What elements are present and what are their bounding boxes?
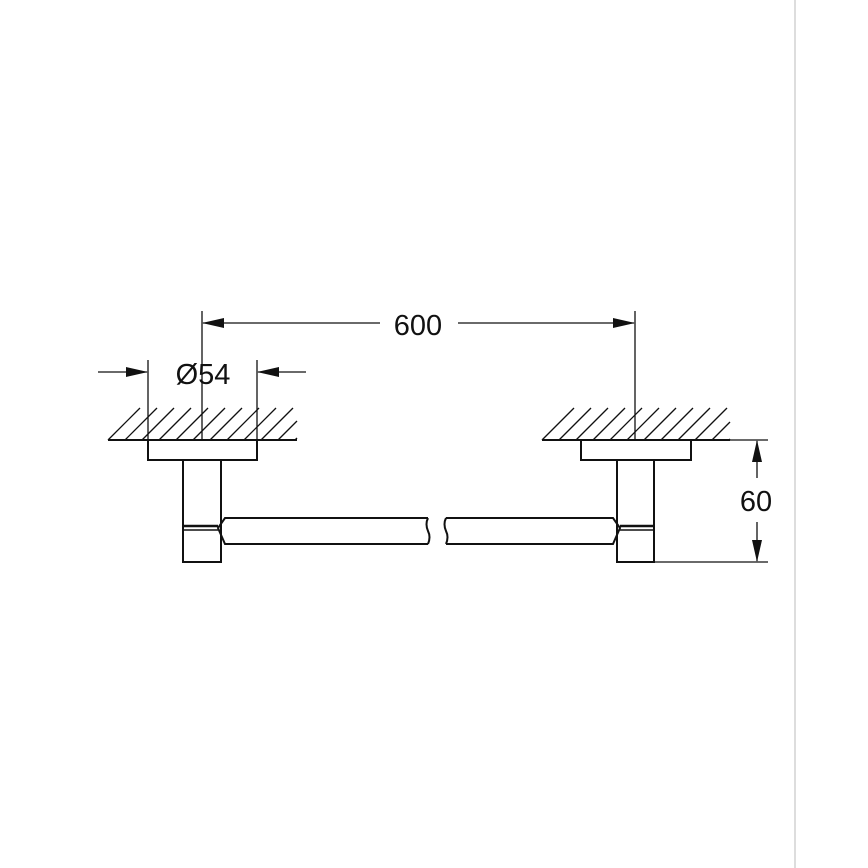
hatch-stroke bbox=[260, 407, 294, 441]
hatch-stroke bbox=[192, 407, 226, 441]
hatch-stroke bbox=[711, 421, 731, 441]
hatch-stroke bbox=[575, 407, 609, 441]
hatch-stroke bbox=[626, 407, 660, 441]
hatch-stroke bbox=[541, 407, 575, 441]
right-wall-hatch bbox=[541, 407, 731, 441]
right-post bbox=[616, 459, 655, 563]
projection-label: 60 bbox=[740, 486, 772, 518]
hatch-stroke bbox=[643, 407, 677, 441]
right-bar-segment bbox=[443, 517, 622, 545]
hatch-stroke bbox=[209, 407, 243, 441]
hatch-stroke bbox=[124, 407, 158, 441]
hatch-stroke bbox=[277, 420, 298, 441]
hatch-stroke bbox=[558, 407, 592, 441]
left-post bbox=[182, 459, 222, 563]
hatch-stroke bbox=[175, 407, 209, 441]
hatch-stroke bbox=[107, 407, 141, 441]
hatch-stroke bbox=[677, 407, 711, 441]
hatch-stroke bbox=[592, 407, 626, 441]
hatch-stroke bbox=[694, 407, 728, 441]
hatch-stroke bbox=[226, 407, 260, 441]
right-flange bbox=[580, 439, 692, 461]
length-label: 600 bbox=[394, 310, 442, 342]
left-flange bbox=[147, 439, 258, 461]
diameter-label: Ø54 bbox=[176, 359, 231, 391]
hatch-stroke bbox=[660, 407, 694, 441]
hatch-stroke bbox=[609, 407, 643, 441]
hatch-stroke bbox=[158, 407, 192, 441]
hatch-stroke bbox=[141, 407, 175, 441]
left-bar-segment bbox=[216, 517, 431, 545]
hatch-stroke bbox=[243, 407, 277, 441]
